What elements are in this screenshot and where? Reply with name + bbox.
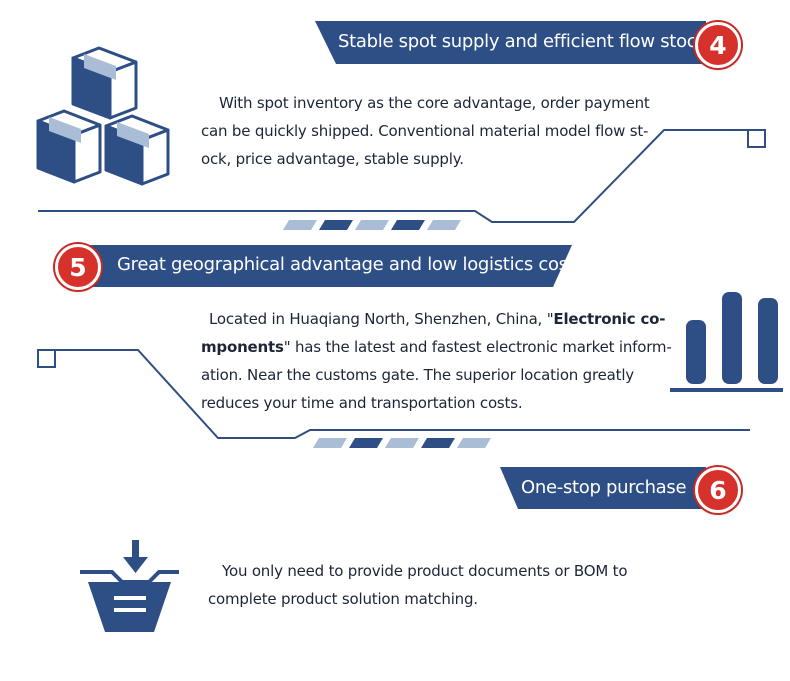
section4-line-3: ock, price advantage, stable supply. — [201, 150, 464, 168]
inbox-download-icon — [80, 540, 179, 632]
section6-description: You only need to provide product documen… — [208, 557, 628, 613]
section4-title: Stable spot supply and efficient flow st… — [338, 31, 707, 52]
section5-line-1: Located in Huaqiang North, Shenzhen, Chi… — [201, 305, 672, 333]
section6-line-2: complete product solution matching. — [208, 590, 478, 608]
section6-title: One-stop purchase — [521, 477, 687, 498]
section5-line2-suffix: " has the latest and fastest electronic … — [283, 338, 672, 356]
section5-line-3: ation. Near the customs gate. The superi… — [201, 366, 634, 384]
section4-description: With spot inventory as the core advantag… — [201, 89, 650, 173]
section5-line1-bold: Electronic co- — [553, 310, 666, 328]
section5-line-4: reduces your time and transportation cos… — [201, 394, 523, 412]
section5-number-badge: 5 — [55, 244, 101, 290]
section5-line1-prefix: Located in Huaqiang North, Shenzhen, Chi… — [209, 310, 554, 328]
section5-title: Great geographical advantage and low log… — [117, 254, 575, 275]
bar-chart-icon — [670, 292, 783, 392]
section4-line-2: can be quickly shipped. Conventional mat… — [201, 122, 649, 140]
section4-line-1: With spot inventory as the core advantag… — [219, 94, 650, 112]
section6-line-1: You only need to provide product documen… — [222, 562, 628, 580]
section5-description: Located in Huaqiang North, Shenzhen, Chi… — [201, 305, 672, 417]
section5-line-2: mponents" has the latest and fastest ele… — [201, 333, 672, 361]
section6-number-badge: 6 — [695, 467, 741, 513]
section5-line2-bold: mponents — [201, 338, 284, 356]
boxes-icon — [36, 46, 170, 186]
section4-number-badge: 4 — [695, 22, 741, 68]
